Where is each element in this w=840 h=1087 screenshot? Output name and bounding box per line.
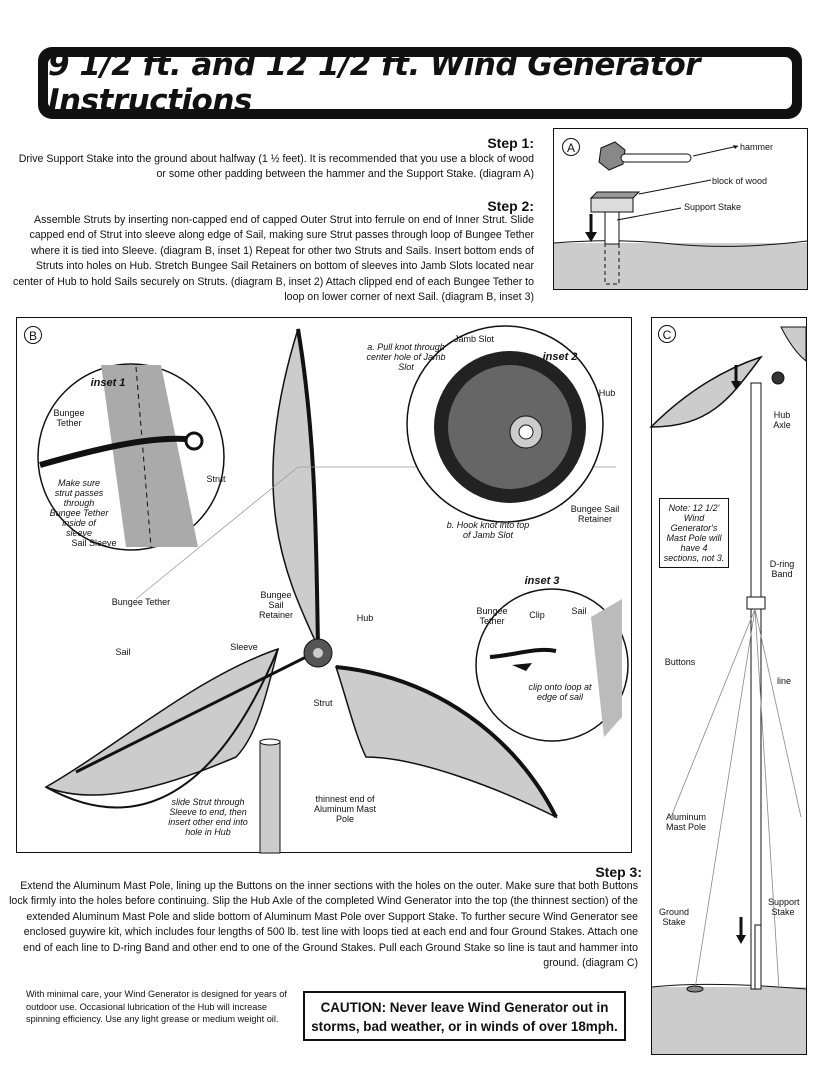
inset2-retainer: Bungee Sail Retainer	[570, 504, 620, 524]
inset3-bungee-tether: Bungee Tether	[476, 606, 508, 626]
step2-heading: Step 2:	[487, 198, 534, 214]
diagram-c-panel	[651, 317, 807, 1055]
label-strut-b: Strut	[313, 698, 333, 708]
care-note: With minimal care, your Wind Generator i…	[26, 989, 287, 1025]
inset3-clip-note: clip onto loop at edge of sail	[528, 682, 592, 702]
label-sail-b: Sail	[115, 647, 131, 657]
inset2-pull-note: a. Pull knot through center hole of Jamb…	[366, 342, 446, 372]
page-title: 9 1/2 ft. and 12 1/2 ft. Wind Generator …	[48, 47, 701, 119]
step2-text: Assemble Struts by inserting non-capped …	[13, 214, 534, 304]
inset3-title: inset 3	[524, 575, 560, 587]
step3-text: Extend the Aluminum Mast Pole, lining up…	[9, 880, 638, 970]
inset2-title: inset 2	[542, 351, 578, 363]
label-support-stake-a: Support Stake	[684, 202, 742, 212]
label-sleeve-b: Sleeve	[230, 642, 258, 652]
label-line: line	[776, 676, 791, 686]
diagram-c-illustration	[649, 326, 807, 1054]
diagram-a-letter: A	[562, 138, 580, 156]
label-mast-note: thinnest end of Aluminum Mast Pole	[313, 794, 376, 824]
step3-heading: Step 3:	[595, 864, 642, 880]
inset1-strut: Strut	[206, 474, 226, 484]
label-hammer: hammer	[740, 142, 774, 152]
title-banner: 9 1/2 ft. and 12 1/2 ft. Wind Generator …	[46, 47, 794, 119]
step1-text: Drive Support Stake into the ground abou…	[18, 153, 534, 181]
inset1-title: inset 1	[90, 377, 126, 389]
inset1-sail-sleeve: Sail Sleeve	[71, 538, 117, 548]
inset2-hook-note: b. Hook knot into top of Jamb Slot	[446, 520, 530, 540]
label-slide-note: slide Strut through Sleeve to end, then …	[168, 797, 248, 837]
label-hub-axle: Hub Axle	[773, 410, 791, 430]
diagram-b-illustration	[37, 325, 629, 854]
inset3-clip: Clip	[529, 610, 545, 620]
label-buttons: Buttons	[664, 657, 696, 667]
label-bungee-sail-retainer: Bungee Sail Retainer	[258, 590, 294, 620]
label-support-stake-c: Support Stake	[768, 897, 800, 917]
label-hub-b: Hub	[356, 613, 374, 623]
inset2-jamb-slot: Jamb Slot	[453, 334, 495, 344]
inset1-note: Make sure strut passes through Bungee Te…	[49, 478, 109, 538]
label-ground-stake: Ground Stake	[658, 907, 690, 927]
caution-box: CAUTION: Never leave Wind Generator out …	[303, 991, 626, 1041]
inset3-sail: Sail	[571, 606, 587, 616]
inset1-bungee-tether: Bungee Tether	[53, 408, 85, 428]
diagram-b-letter: B	[24, 326, 42, 344]
label-mast-note-c: Note: 12 1/2' Wind Generator's Mast Pole…	[659, 498, 729, 568]
label-dring-band: D-ring Band	[769, 559, 795, 579]
label-block-of-wood: block of wood	[712, 176, 768, 186]
diagram-c-letter: C	[658, 325, 676, 343]
inset2-hub: Hub	[598, 388, 616, 398]
step1-heading: Step 1:	[487, 135, 534, 151]
label-bungee-tether-b: Bungee Tether	[111, 597, 171, 607]
label-aluminum-mast-pole: Aluminum Mast Pole	[665, 812, 707, 832]
diagram-a-illustration	[553, 141, 808, 289]
